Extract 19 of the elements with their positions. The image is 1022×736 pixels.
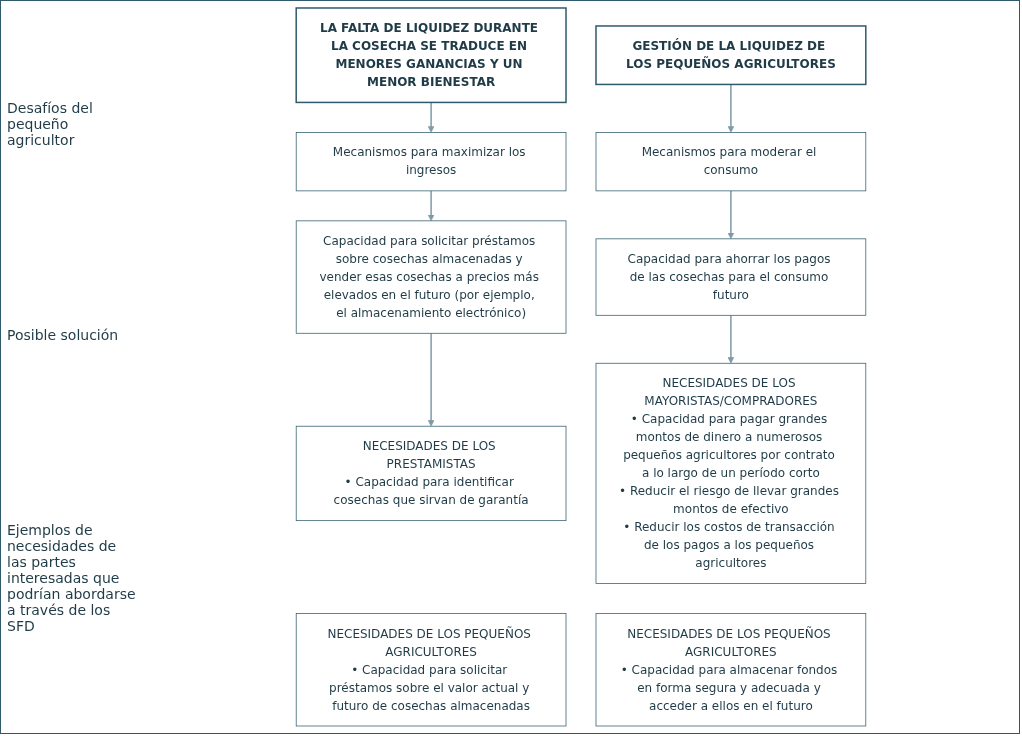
arrow (727, 314, 735, 364)
node-box: NECESIDADES DE LOS PEQUEÑOS AGRICULTORES • Capacidad para solicitar préstamos sobre el valor actual y futuro de cosechas almacenadas (295, 613, 567, 727)
node-box: GESTIÓN DE LA LIQUIDEZ DE LOS PEQUEÑOS AGRICULTORES (595, 25, 867, 86)
node-box: Mecanismos para maximizar los ingresos (295, 132, 567, 192)
node-box: NECESIDADES DE LOS PRESTAMISTAS • Capacidad para identificar cosechas que sirvan de garantía (295, 425, 567, 521)
arrow (427, 190, 435, 222)
arrow (427, 332, 435, 427)
arrow (727, 83, 735, 133)
row-label: Posible solución (7, 327, 120, 343)
node-box: Capacidad para ahorrar los pagos de las cosechas para el consumo futuro (595, 238, 867, 316)
arrow (427, 101, 435, 133)
row-label: Desafíos del pequeño agricultor (7, 100, 94, 149)
node-box: LA FALTA DE LIQUIDEZ DURANTE LA COSECHA SE TRADUCE EN MENORES GANANCIAS Y UN MENOR BIENESTAR (295, 7, 567, 104)
row-label: Ejemplos de necesidades de las partes interesadas que podrían abordarse a través de los SFD (7, 521, 137, 634)
node-box: NECESIDADES DE LOS MAYORISTAS/COMPRADORES • Capacidad para pagar grandes montos de dinero a numerosos pequeños agricultores por contrato a lo largo de un período corto • Reducir el riesgo de llevar grandes montos de efectivo • Reducir los costos de transacción de los pagos a los pequeños agricultores (595, 362, 867, 584)
arrow (727, 190, 735, 240)
node-box: Capacidad para solicitar préstamos sobre cosechas almacenadas y vender esas cosechas a precios más elevados en el futuro (por ejemplo, el almacenamiento electrónico) (295, 220, 567, 334)
node-box: NECESIDADES DE LOS PEQUEÑOS AGRICULTORES • Capacidad para almacenar fondos en forma segura y adecuada y acceder a ellos en el futuro (595, 613, 867, 727)
node-box: Mecanismos para moderar el consumo (595, 132, 867, 192)
